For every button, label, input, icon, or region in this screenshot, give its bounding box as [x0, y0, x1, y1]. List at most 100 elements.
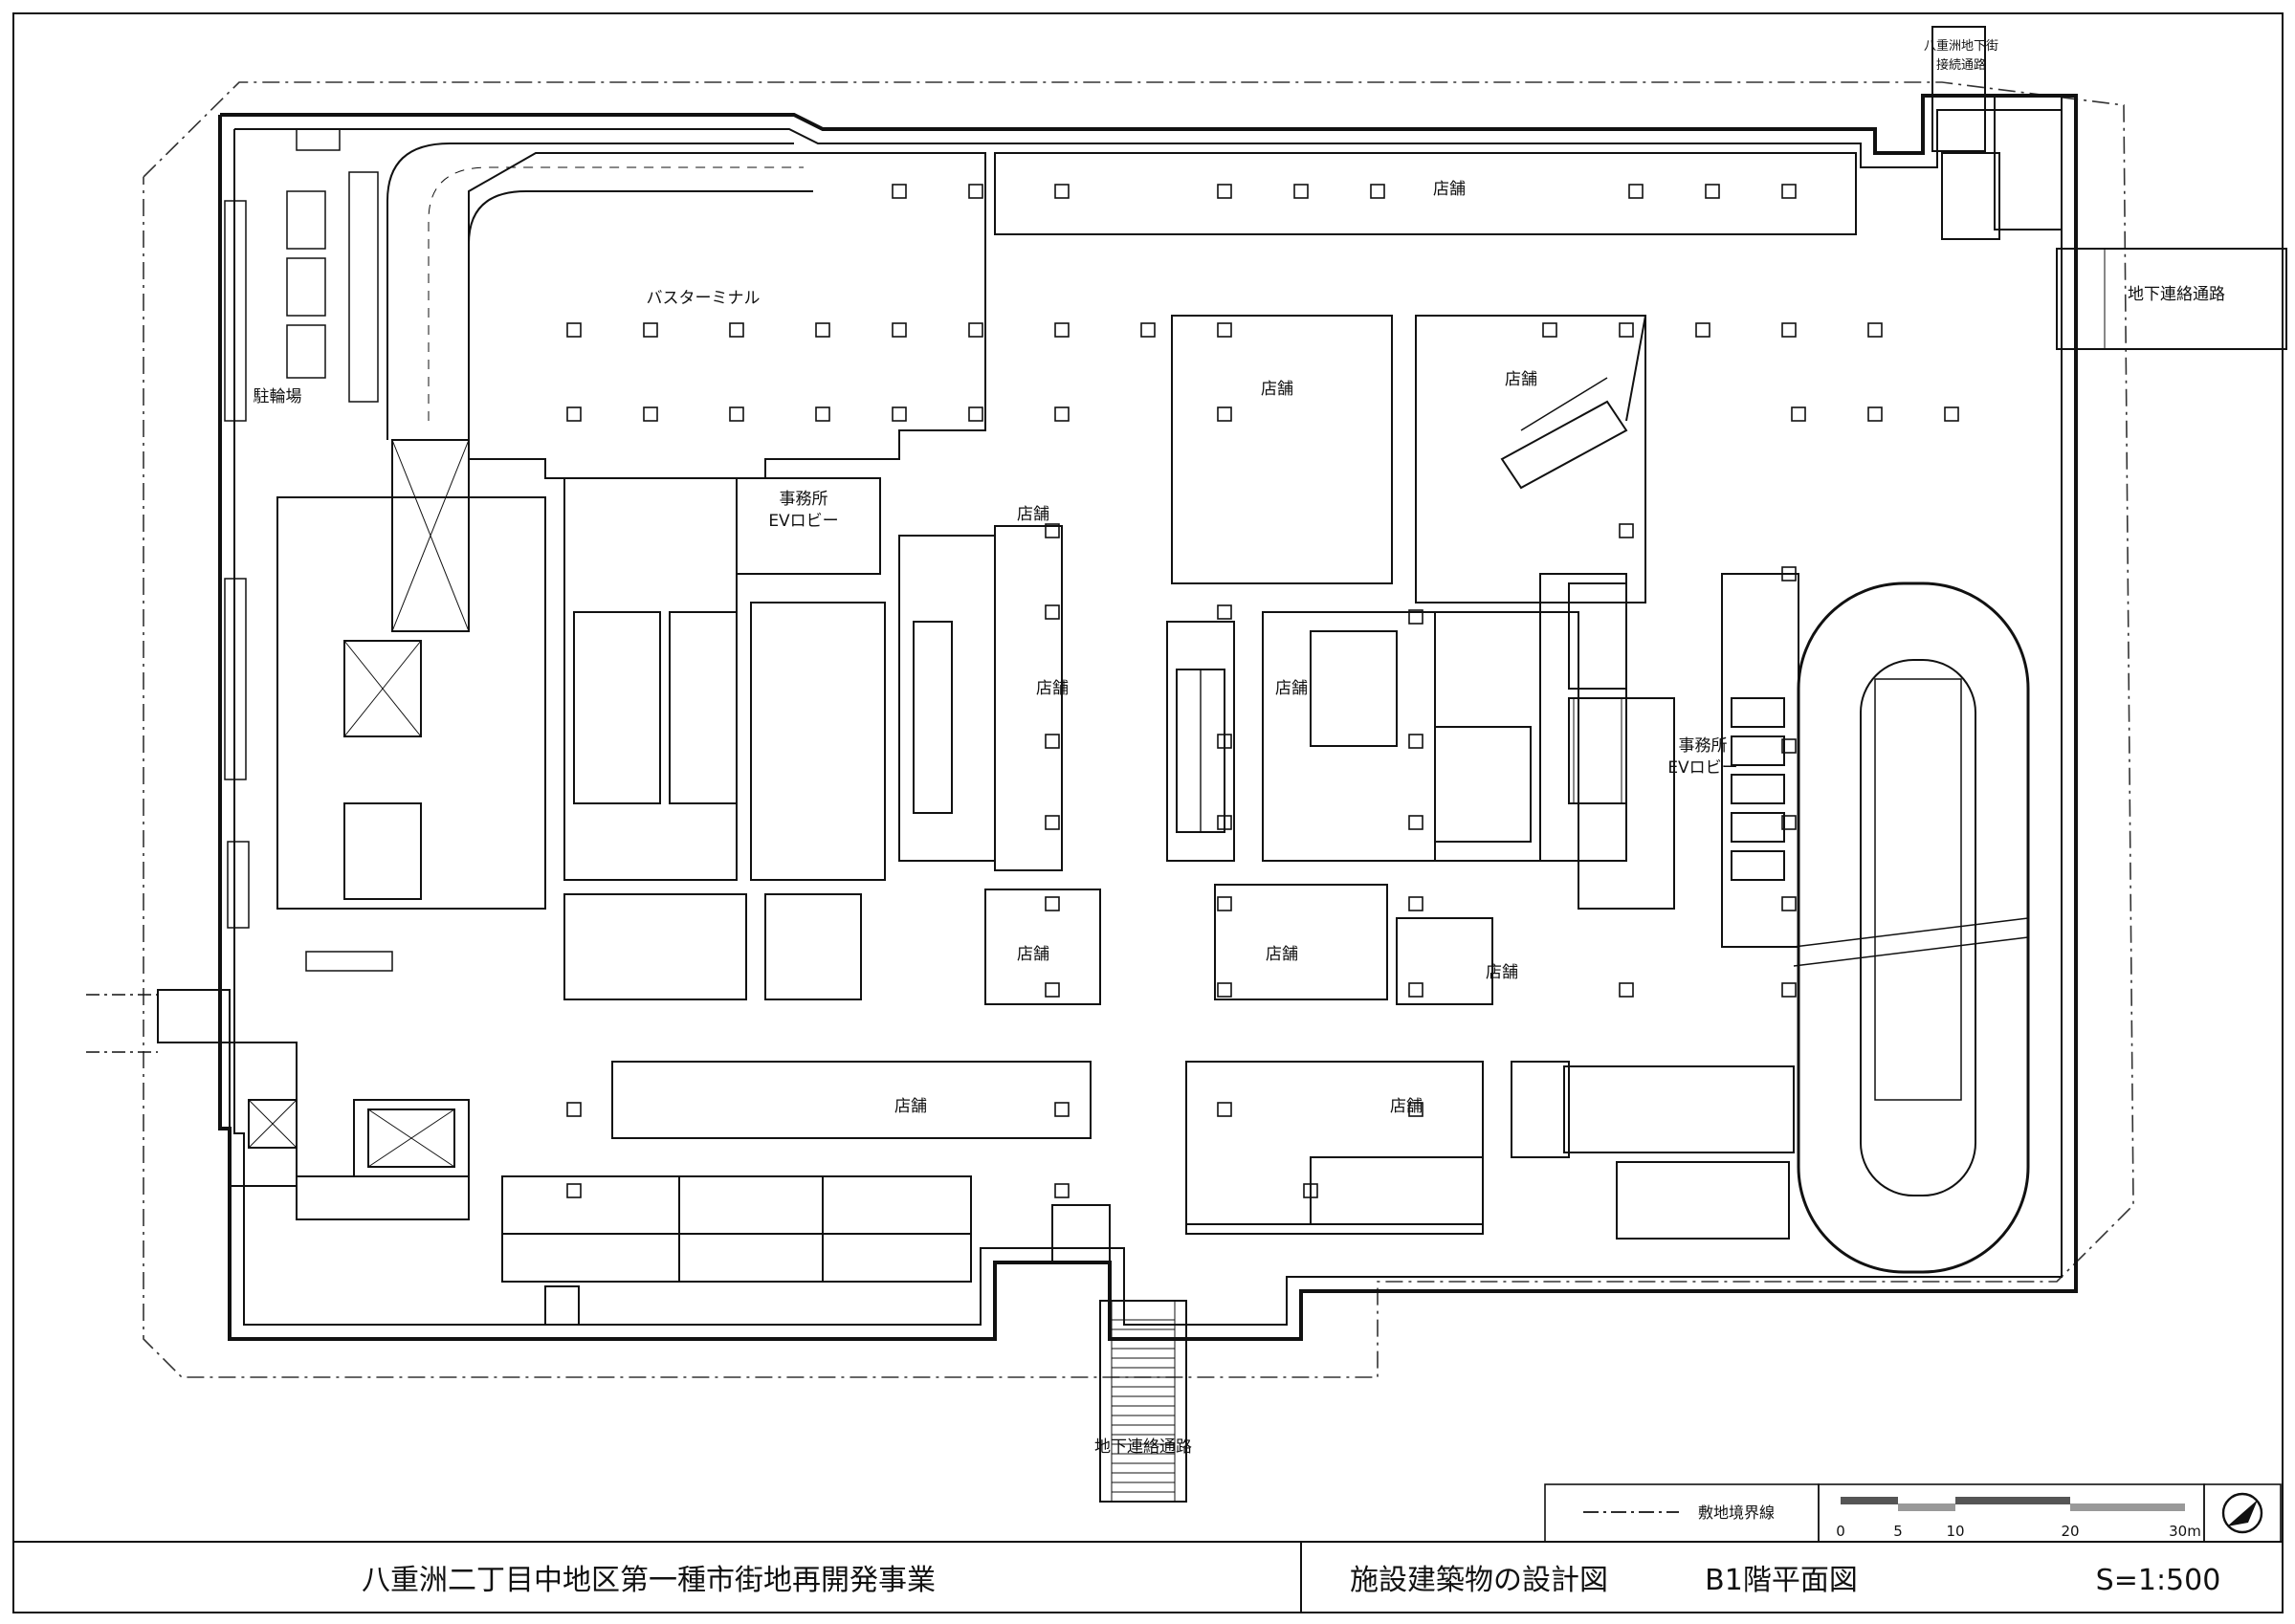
column	[1045, 734, 1060, 749]
column	[1140, 322, 1156, 338]
column	[892, 184, 907, 199]
column	[1217, 322, 1232, 338]
scale-tick-10: 10	[1946, 1523, 1964, 1540]
column	[1054, 1102, 1070, 1117]
column	[566, 1102, 582, 1117]
column	[1217, 406, 1232, 422]
column	[1781, 815, 1797, 830]
label-shop: 店舗	[1433, 180, 1466, 199]
column	[1867, 406, 1883, 422]
shop-north-strip	[994, 152, 1857, 604]
west-passage	[86, 989, 231, 1053]
column	[1054, 322, 1070, 338]
column	[968, 406, 983, 422]
label-shop: 店舗	[1266, 945, 1298, 964]
title-block: 八重洲二丁目中地区第一種市街地再開発事業 施設建築物の設計図 B1階平面図 S=…	[13, 1541, 2283, 1613]
drawing-scale: S=1:500	[2096, 1564, 2221, 1597]
column	[1944, 406, 1959, 422]
column	[1705, 184, 1720, 199]
column	[1619, 982, 1634, 998]
column	[1408, 1102, 1423, 1117]
column	[729, 322, 744, 338]
column	[815, 406, 830, 422]
legend-box: 敷地境界線	[1544, 1483, 1820, 1543]
column	[1781, 982, 1797, 998]
column	[566, 406, 582, 422]
column	[1619, 523, 1634, 538]
column	[643, 406, 658, 422]
column	[1791, 406, 1806, 422]
label-office-2: 事務所	[1679, 736, 1728, 756]
column	[1408, 982, 1423, 998]
column	[729, 406, 744, 422]
column	[1619, 322, 1634, 338]
label-shop: 店舗	[894, 1097, 927, 1116]
scale-segment	[1841, 1497, 1898, 1504]
project-title: 八重洲二丁目中地区第一種市街地再開発事業	[362, 1564, 936, 1597]
property-boundary	[143, 81, 2134, 1378]
label-passage-south: 地下連絡通路	[1094, 1437, 1192, 1457]
label-bicycle-parking: 駐輪場	[254, 387, 302, 406]
building-outline-inner	[233, 109, 2063, 1326]
scale-segment	[1898, 1503, 1955, 1511]
scale-bar: 0 5 10 20 30m	[1818, 1483, 2205, 1543]
column	[1695, 322, 1710, 338]
column	[1542, 322, 1557, 338]
scale-tick-0: 0	[1836, 1523, 1845, 1540]
label-passage-east: 地下連絡通路	[2128, 285, 2225, 304]
bus-terminal-area	[468, 152, 986, 479]
label-bus-terminal: バスターミナル	[647, 289, 761, 308]
column	[1045, 982, 1060, 998]
scale-tick-30: 30m	[2169, 1523, 2201, 1540]
column	[1045, 523, 1060, 538]
label-shop: 店舗	[1036, 679, 1069, 698]
column	[1054, 184, 1070, 199]
column	[1054, 1183, 1070, 1198]
column	[1370, 184, 1385, 199]
northeast-connection	[1931, 26, 2063, 240]
label-shop: 店舗	[1390, 1097, 1423, 1116]
south-service	[229, 1042, 1111, 1326]
scale-tick-20: 20	[2061, 1523, 2079, 1540]
column	[1045, 896, 1060, 911]
sheet-border	[12, 12, 2284, 1613]
column	[968, 184, 983, 199]
core-left	[276, 477, 1063, 910]
label-yaesu-1: 八重洲地下街	[1924, 38, 1998, 54]
label-shop: 店舗	[1261, 380, 1293, 399]
column	[1628, 184, 1644, 199]
label-shop: 店舗	[1017, 945, 1049, 964]
column	[1781, 738, 1797, 754]
column	[1408, 815, 1423, 830]
column	[1408, 609, 1423, 625]
column	[1217, 184, 1232, 199]
label-office-2b: EVロビー	[1667, 758, 1737, 778]
column	[1045, 604, 1060, 620]
column	[1217, 604, 1232, 620]
column	[1217, 896, 1232, 911]
legend-boundary-label: 敷地境界線	[1698, 1503, 1775, 1522]
label-shop: 店舗	[1017, 505, 1049, 524]
shop-south	[563, 884, 1795, 1240]
central-escalator	[1166, 621, 1235, 862]
bus-ramp	[386, 143, 813, 632]
east-loop-ramp	[1793, 582, 2030, 1274]
drawing-type: 施設建築物の設計図	[1350, 1564, 1608, 1597]
column	[1867, 322, 1883, 338]
column	[1408, 896, 1423, 911]
column	[1217, 1102, 1232, 1117]
column	[1781, 184, 1797, 199]
structural-columns	[566, 184, 1959, 1198]
column	[892, 406, 907, 422]
label-office-1b: EVロビー	[768, 512, 838, 531]
column	[643, 322, 658, 338]
column	[1408, 734, 1423, 749]
column	[815, 322, 830, 338]
column	[1781, 896, 1797, 911]
column	[566, 1183, 582, 1198]
label-shop: 店舗	[1486, 963, 1518, 982]
column	[892, 322, 907, 338]
label-office-1: 事務所	[780, 490, 828, 509]
column	[566, 322, 582, 338]
column	[1217, 982, 1232, 998]
